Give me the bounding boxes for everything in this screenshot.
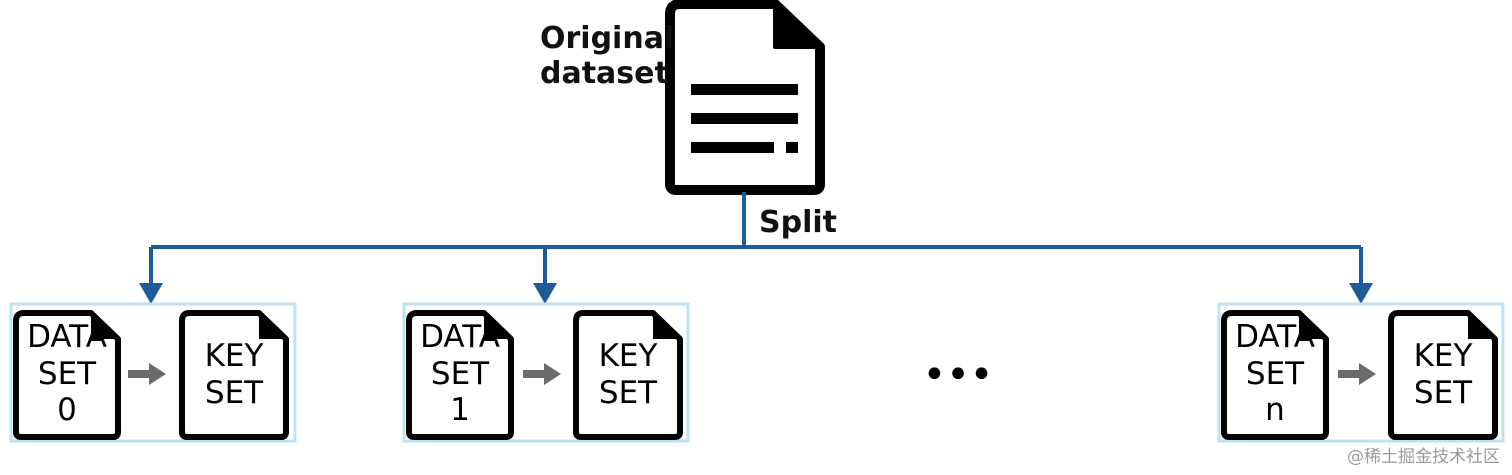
partition-1: DATA SET 1 KEY SET xyxy=(402,302,690,443)
original-label-line2: dataset xyxy=(540,56,669,91)
partition-n-data-label-2: SET xyxy=(1246,356,1305,392)
partition-0-data-label-1: DATA xyxy=(27,319,107,355)
partition-n-data-label-3: n xyxy=(1265,392,1285,428)
document-line-2 xyxy=(691,113,798,124)
document-line-dot xyxy=(786,142,798,153)
partition-0-data-fold xyxy=(91,313,118,339)
partition-n-data-fold xyxy=(1299,313,1326,339)
document-line-1 xyxy=(691,84,798,95)
split-label: Split xyxy=(759,205,837,240)
partition-0-key-label-1: KEY xyxy=(205,338,264,374)
branch-0-arrowhead xyxy=(139,283,163,304)
partition-1-data-doc xyxy=(406,310,514,440)
partition-0-data-doc xyxy=(13,310,121,440)
original-dataset-document xyxy=(665,0,825,195)
original-label-line1: Original xyxy=(540,21,674,56)
partition-n-data-doc xyxy=(1221,310,1329,440)
partition-1-key-label-2: SET xyxy=(599,375,658,411)
partition-n-data-label-1: DATA xyxy=(1235,319,1315,355)
partition-1-key-doc xyxy=(573,310,683,440)
ellipsis: ••• xyxy=(923,352,994,398)
partition-0-data-label-2: SET xyxy=(38,356,97,392)
partition-1-key-label-1: KEY xyxy=(599,338,658,374)
partition-n-key-fold xyxy=(1468,313,1495,339)
document-line-3 xyxy=(691,142,774,153)
partition-1-data-label-3: 1 xyxy=(450,392,470,428)
branch-n-arrowhead xyxy=(1349,283,1373,304)
partition-0-key-label-2: SET xyxy=(205,375,264,411)
partition-n-frame xyxy=(1217,302,1505,443)
partition-0: DATA SET 0 KEY SET xyxy=(9,302,297,443)
partition-0-key-fold xyxy=(259,313,286,339)
partition-n-arrow xyxy=(1338,363,1376,385)
watermark: @稀土掘金技术社区 xyxy=(1347,447,1500,467)
document-fold xyxy=(773,2,822,49)
branch-1-arrowhead xyxy=(533,283,557,304)
partition-0-frame xyxy=(9,302,297,443)
partition-1-frame xyxy=(402,302,690,443)
split-connectors xyxy=(149,192,1363,286)
partition-n-key-doc xyxy=(1388,310,1498,440)
partition-n: DATA SET n KEY SET xyxy=(1217,302,1505,443)
partition-0-arrow xyxy=(128,363,166,385)
partition-1-arrow xyxy=(523,363,561,385)
partition-0-data-label-3: 0 xyxy=(57,392,77,428)
partition-n-key-label-2: SET xyxy=(1414,375,1473,411)
split-arrowheads xyxy=(139,283,1373,304)
partition-1-key-fold xyxy=(653,313,680,339)
partition-1-data-label-1: DATA xyxy=(420,319,500,355)
partition-n-key-label-1: KEY xyxy=(1414,338,1473,374)
partition-1-data-label-2: SET xyxy=(431,356,490,392)
partition-1-data-fold xyxy=(484,313,511,339)
partition-0-key-doc xyxy=(179,310,289,440)
